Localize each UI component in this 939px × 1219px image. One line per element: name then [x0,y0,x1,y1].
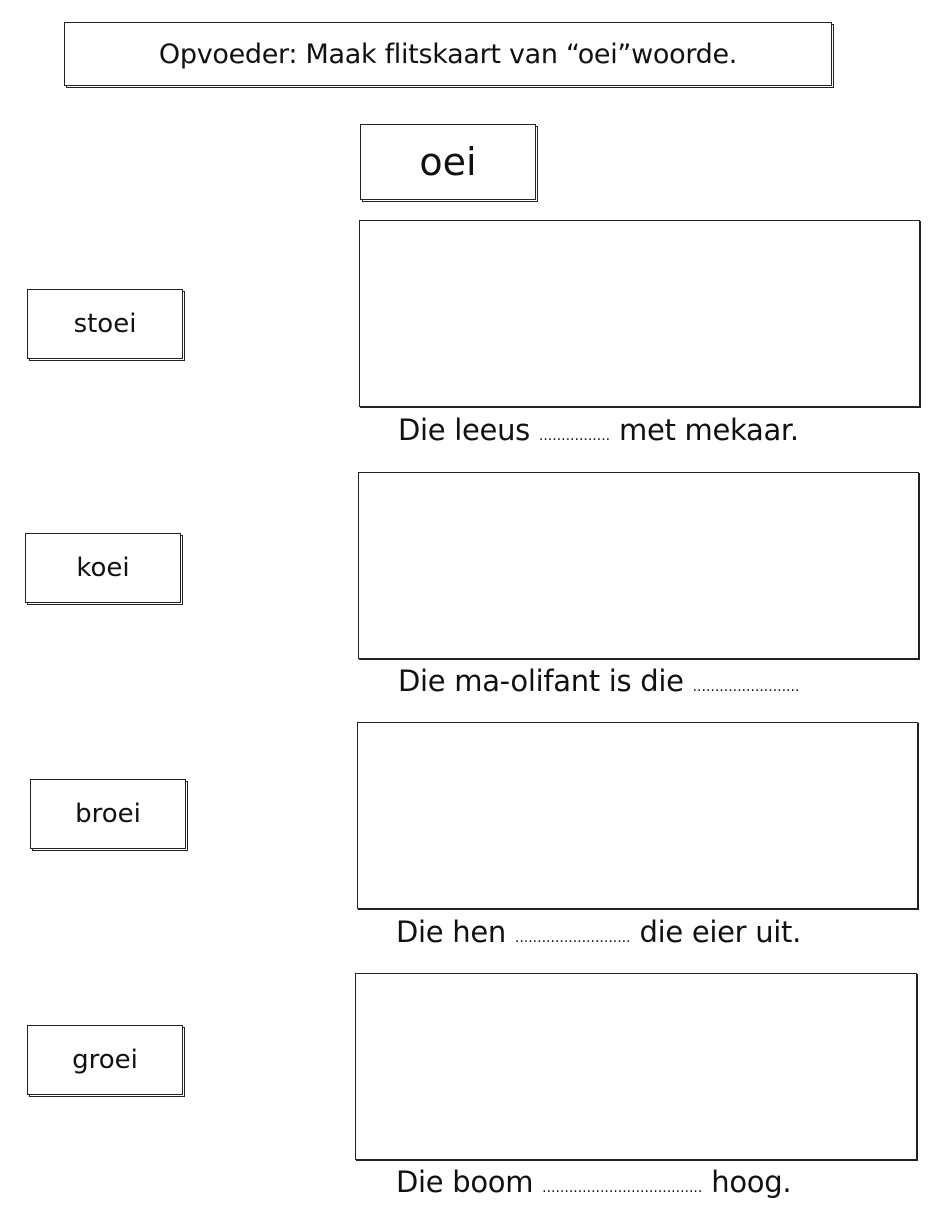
word-card-label: groei [72,1045,138,1075]
word-card-koei: koei [25,533,181,603]
sentence-start: Die ma-olifant is die [398,664,684,698]
picture-frame [357,722,918,909]
sentence: Die hen .......................... die e… [396,915,801,949]
sentence: Die boom ...............................… [396,1165,792,1199]
instruction-title-text: Opvoeder: Maak flitskaart van “oei”woord… [158,38,738,70]
fill-in-blank: ........................ [692,679,800,695]
sentence-start: Die boom [396,1165,534,1199]
sentence-end: die eier uit. [639,915,802,949]
header-word-card: oei [360,124,536,200]
picture-frame [358,472,919,659]
sentence-end: met mekaar. [619,413,799,447]
word-card-label: koei [76,553,130,583]
fill-in-blank: .......................... [514,930,631,946]
word-card-stoei: stoei [27,289,183,359]
sentence: Die leeus ................ met mekaar. [398,413,799,447]
sentence-start: Die hen [396,915,506,949]
word-card-broei: broei [30,779,186,849]
instruction-title: Opvoeder: Maak flitskaart van “oei”woord… [64,22,832,86]
header-word-text: oei [419,140,477,184]
word-card-label: broei [75,799,141,829]
picture-frame [355,973,917,1160]
sentence: Die ma-olifant is die ..................… [398,664,799,698]
sentence-end: hoog. [711,1165,792,1199]
sentence-start: Die leeus [398,413,530,447]
picture-frame [359,220,920,407]
word-card-label: stoei [73,309,137,339]
fill-in-blank: ................ [538,428,611,444]
fill-in-blank: .................................... [542,1180,703,1196]
word-card-groei: groei [27,1025,183,1095]
